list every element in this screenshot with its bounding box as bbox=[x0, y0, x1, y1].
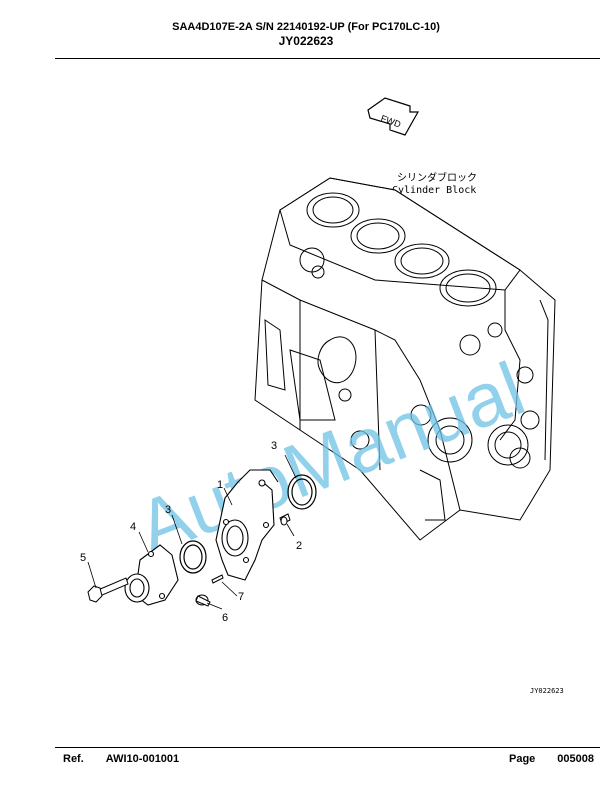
hex-bolt bbox=[87, 577, 129, 603]
page-number: 005008 bbox=[557, 753, 594, 765]
fwd-arrow-icon: FWD bbox=[367, 97, 420, 136]
ref-label: Ref. bbox=[63, 753, 84, 765]
footer-divider bbox=[55, 747, 600, 748]
exploded-parts-drawing: FWD シリンダブロック Cylinder Block bbox=[80, 97, 564, 695]
callout-6: 6 bbox=[222, 612, 228, 624]
cylinder-block bbox=[254, 177, 556, 541]
block-label-jp: シリンダブロック bbox=[397, 171, 477, 184]
page-header: SAA4D107E-2A S/N 22140192-UP (For PC170L… bbox=[0, 20, 612, 49]
footer-ref: Ref. AWI10-001001 bbox=[63, 753, 179, 765]
callout-7: 7 bbox=[238, 591, 244, 603]
page-label: Page bbox=[508, 753, 536, 765]
callout-5: 5 bbox=[80, 552, 86, 564]
seal-lower bbox=[179, 540, 207, 574]
water-outlet bbox=[215, 469, 279, 581]
callout-3-lower: 3 bbox=[165, 504, 171, 516]
drawing-code-label: JY022623 bbox=[530, 687, 564, 695]
callout-2: 2 bbox=[296, 540, 302, 552]
footer-page: Page 005008 bbox=[509, 753, 594, 765]
diagram-code: JY022623 bbox=[278, 34, 334, 48]
header-divider bbox=[55, 58, 600, 59]
block-label-en: Cylinder Block bbox=[392, 185, 476, 196]
callout-4: 4 bbox=[130, 521, 136, 533]
water-connector bbox=[124, 544, 179, 606]
callout-3-upper: 3 bbox=[271, 440, 277, 452]
seal-upper bbox=[287, 474, 317, 510]
stud-bolt bbox=[279, 513, 291, 526]
plug bbox=[195, 594, 211, 607]
callout-1: 1 bbox=[217, 479, 223, 491]
ref-value: AWI10-001001 bbox=[105, 753, 180, 765]
model-title: SAA4D107E-2A S/N 22140192-UP (For PC170L… bbox=[172, 21, 440, 33]
spring-pin bbox=[211, 574, 224, 584]
leader-lines bbox=[87, 454, 297, 610]
